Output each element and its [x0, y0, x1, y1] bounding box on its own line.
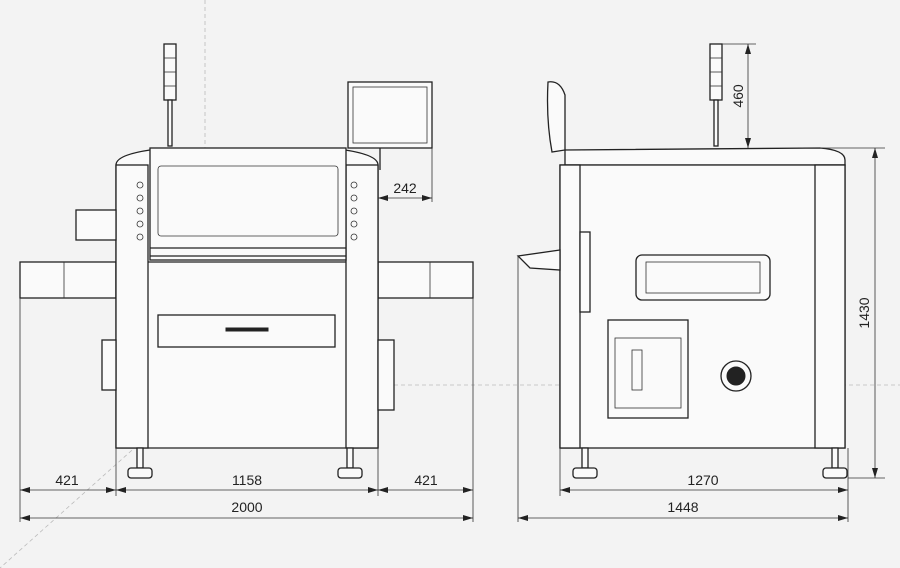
- right-conveyor: [377, 261, 474, 299]
- dim-left-conveyor: 421: [55, 472, 79, 488]
- dim-overall-height: 1430: [856, 297, 872, 328]
- dim-monitor-offset: 242: [393, 180, 417, 196]
- left-conveyor: [19, 261, 117, 299]
- dimension-labels: 421 1158 421 2000 242 1270 1448 460 1430: [55, 84, 872, 515]
- electrical-box: [607, 319, 689, 419]
- front-window: [157, 165, 339, 237]
- dimension-lines: [19, 43, 885, 522]
- dim-overall-width: 2000: [231, 499, 262, 515]
- side-window: [635, 254, 771, 301]
- monitor-side: [546, 81, 566, 153]
- side-tray: [516, 249, 561, 271]
- control-buttons: [136, 181, 358, 241]
- dim-overall-depth: 1448: [667, 499, 698, 515]
- front-hood: [149, 147, 347, 261]
- leveling-feet: [127, 447, 363, 479]
- dim-body-depth: 1270: [687, 472, 718, 488]
- side-view-machine: [516, 43, 848, 479]
- signal-tower-side: [709, 43, 723, 147]
- dim-body-width: 1158: [232, 472, 262, 488]
- signal-tower: [163, 43, 177, 147]
- front-view-machine: [19, 43, 474, 479]
- dim-tower-height: 460: [730, 84, 746, 108]
- top-cover-side: [564, 147, 846, 166]
- monitor: [347, 81, 433, 170]
- leveling-feet-side: [572, 447, 848, 479]
- side-body: [559, 164, 846, 449]
- dim-right-conveyor: 421: [414, 472, 438, 488]
- side-valve-unit: [75, 209, 117, 241]
